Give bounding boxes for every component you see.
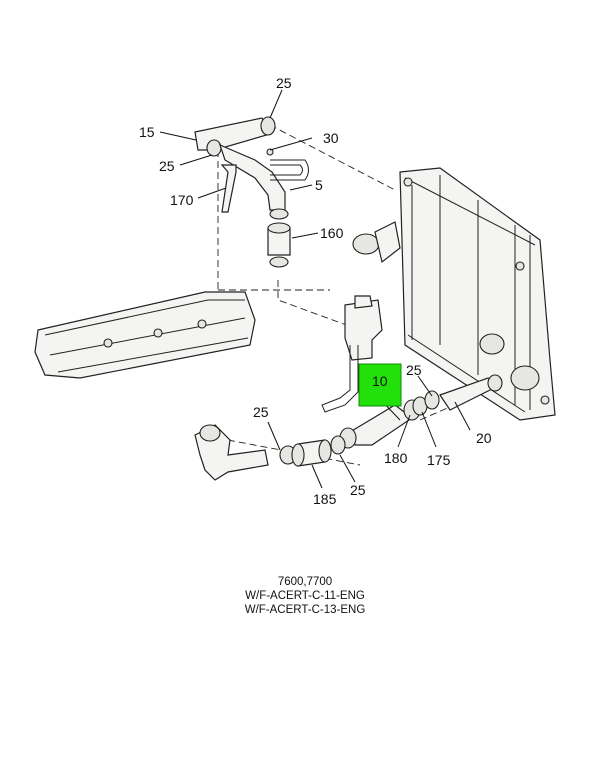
valve-cover	[34, 291, 256, 379]
bracket	[220, 164, 237, 213]
callout-25-top[interactable]: 25	[276, 75, 292, 91]
caption-line-2: W/F-ACERT-C-11-ENG	[245, 590, 365, 602]
upper-hose	[194, 116, 286, 211]
callout-25-left[interactable]: 25	[159, 158, 175, 174]
model-caption: 7600,7700 W/F-ACERT-C-11-ENG W/F-ACERT-C…	[0, 575, 610, 617]
outlet-elbow	[194, 424, 346, 481]
callout-160[interactable]: 160	[320, 225, 344, 241]
callout-labels: 25 15 30 25 5 170 160 10 25 25 180 175 2…	[139, 75, 492, 507]
callout-20[interactable]: 20	[476, 430, 492, 446]
callout-5[interactable]: 5	[315, 177, 323, 193]
callout-10[interactable]: 10	[372, 373, 388, 389]
radiator	[352, 167, 556, 421]
callout-15[interactable]: 15	[139, 124, 155, 140]
hose-section-160	[267, 208, 291, 268]
callout-25-bottom[interactable]: 25	[350, 482, 366, 498]
callout-185[interactable]: 185	[313, 491, 337, 507]
callout-180[interactable]: 180	[384, 450, 408, 466]
u-bolt	[266, 148, 309, 181]
callout-25-mid[interactable]: 25	[253, 404, 269, 420]
caption-line-3: W/F-ACERT-C-13-ENG	[244, 604, 366, 616]
leader-lines	[159, 89, 471, 489]
callout-30[interactable]: 30	[323, 130, 339, 146]
caption-line-1: 7600,7700	[277, 576, 333, 588]
highlight-box[interactable]	[358, 363, 402, 407]
thermostat-housing	[321, 295, 383, 413]
callout-25-right[interactable]: 25	[406, 362, 422, 378]
callout-170[interactable]: 170	[170, 192, 194, 208]
callout-175[interactable]: 175	[427, 452, 451, 468]
